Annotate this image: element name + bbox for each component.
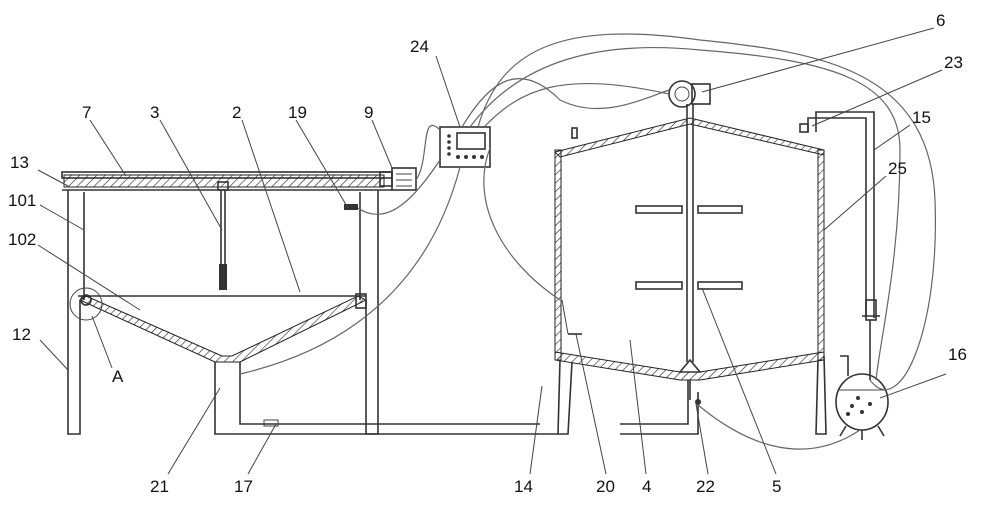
label-14: 14	[514, 477, 533, 496]
label-5: 5	[772, 477, 781, 496]
drive-motor	[391, 167, 417, 191]
label-22: 22	[696, 477, 715, 496]
controller-box	[439, 126, 491, 168]
label-25: 25	[888, 159, 907, 178]
tank-leg-left	[557, 359, 573, 435]
agitator-motor	[668, 80, 696, 108]
paddle-upper-left	[635, 205, 683, 214]
mixing-tank	[554, 80, 827, 435]
detail-circle-a	[69, 287, 103, 321]
connecting-pipe	[214, 380, 699, 435]
leader-lines	[37, 27, 947, 475]
label-19: 19	[288, 103, 307, 122]
label-12: 12	[12, 325, 31, 344]
label-21: 21	[150, 477, 169, 496]
label-9: 9	[364, 103, 373, 122]
label-6: 6	[936, 11, 945, 30]
scraper-head	[219, 264, 227, 290]
label-13: 13	[10, 153, 29, 172]
conical-bottom	[78, 295, 368, 363]
label-17: 17	[234, 477, 253, 496]
label-24: 24	[410, 37, 429, 56]
paddle-lower-left	[635, 281, 683, 290]
label-a: A	[112, 367, 124, 386]
callout-labels: 24 6 23 15 25 7 3 2 19 9 13 101 102 12 A…	[8, 11, 967, 496]
label-2: 2	[232, 103, 241, 122]
label-23: 23	[944, 53, 963, 72]
label-102: 102	[8, 230, 36, 249]
label-4: 4	[642, 477, 651, 496]
level-sensor	[344, 204, 358, 210]
signal-cables	[239, 33, 937, 450]
screw-track	[63, 174, 385, 188]
left-leg	[67, 190, 81, 435]
label-7: 7	[82, 103, 91, 122]
label-101: 101	[8, 191, 36, 210]
tank-leg-right	[815, 355, 827, 435]
label-20: 20	[596, 477, 615, 496]
label-16: 16	[948, 345, 967, 364]
label-15: 15	[912, 108, 931, 127]
left-tank-frame	[61, 167, 417, 435]
label-3: 3	[150, 103, 159, 122]
